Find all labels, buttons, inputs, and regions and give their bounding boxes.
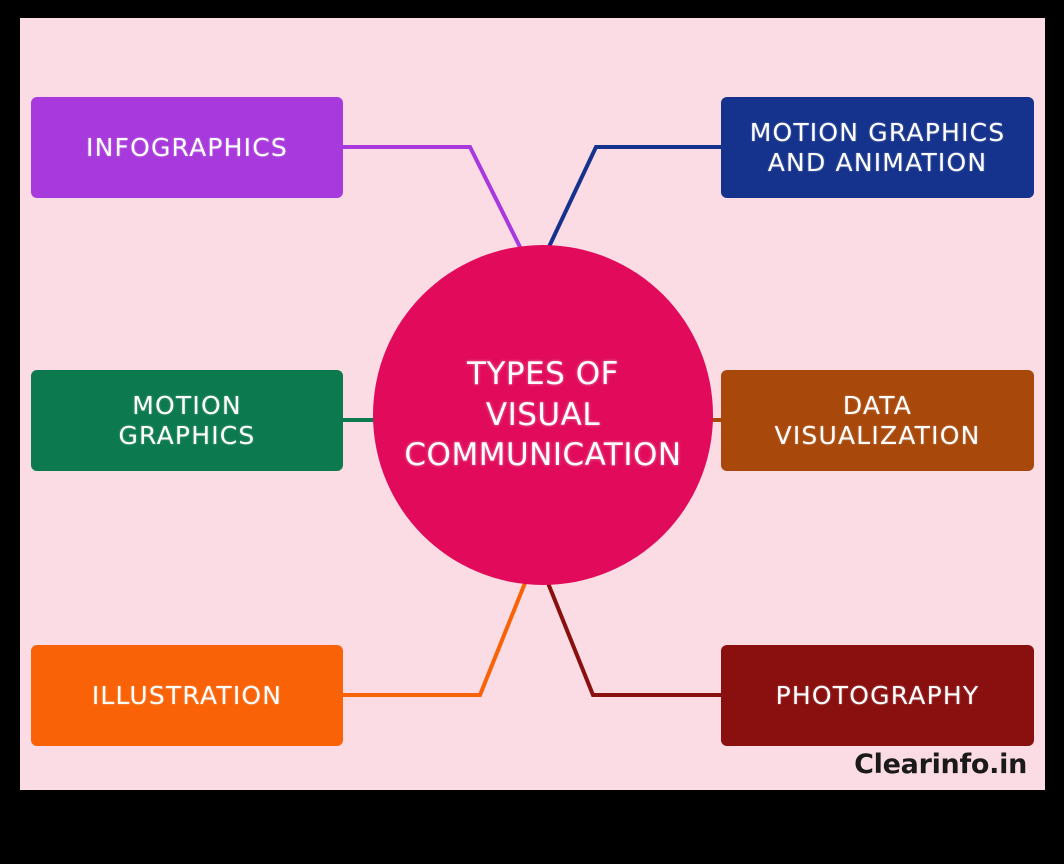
connector-motion-graphics-and-animation [545,145,721,252]
connector-illustration [343,582,527,697]
node-data-visualization-label: DATA VISUALIZATION [774,391,981,450]
node-motion-graphics-and-animation[interactable]: MOTION GRAPHICS AND ANIMATION [721,97,1034,198]
node-motion-graphics[interactable]: MOTION GRAPHICS [31,370,343,471]
watermark: Clearinfo.in [854,749,1027,780]
diagram-canvas: INFOGRAPHICS MOTION GRAPHICS AND ANIMATI… [20,18,1045,790]
center-node-label: TYPES OF VISUAL COMMUNICATION [404,355,682,474]
node-data-visualization[interactable]: DATA VISUALIZATION [721,370,1034,471]
node-motion-graphics-and-animation-label: MOTION GRAPHICS AND ANIMATION [749,118,1006,177]
connector-photography [546,582,721,697]
node-photography-label: PHOTOGRAPHY [775,680,980,710]
node-motion-graphics-label: MOTION GRAPHICS [118,391,256,450]
center-node-types-of-visual-communication[interactable]: TYPES OF VISUAL COMMUNICATION [373,245,713,585]
node-photography[interactable]: PHOTOGRAPHY [721,645,1034,746]
node-illustration[interactable]: ILLUSTRATION [31,645,343,746]
node-illustration-label: ILLUSTRATION [91,680,283,710]
connector-infographics [343,145,524,252]
node-infographics[interactable]: INFOGRAPHICS [31,97,343,198]
node-infographics-label: INFOGRAPHICS [86,132,288,162]
